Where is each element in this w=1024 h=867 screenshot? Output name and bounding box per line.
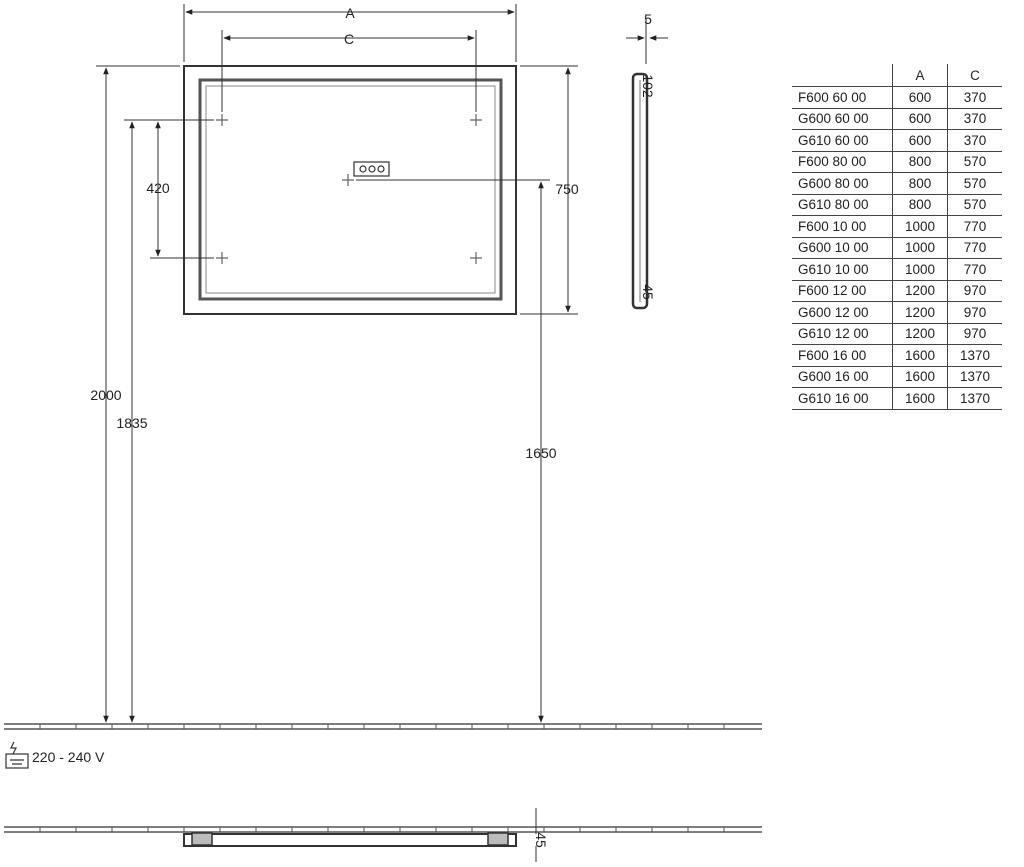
header-a: A xyxy=(892,64,948,87)
cell-a: 1000 xyxy=(892,215,948,238)
electrical-connection-icon xyxy=(5,741,29,769)
dimension-c-label: C xyxy=(344,31,354,47)
cell-a: 1600 xyxy=(892,387,948,410)
power-label: 220 - 240 V xyxy=(32,749,105,765)
dimension-420-label: 420 xyxy=(146,180,170,196)
cell-model: G610 10 00 xyxy=(792,258,893,281)
cell-a: 600 xyxy=(892,86,948,109)
socket-symbol xyxy=(353,161,390,177)
cell-a: 600 xyxy=(892,129,948,152)
side-bottom-label: 45 xyxy=(640,284,656,300)
cell-model: F600 12 00 xyxy=(792,280,893,302)
cell-c: 570 xyxy=(947,151,1002,173)
mounting-points xyxy=(216,114,482,264)
dimension-2000-label: 2000 xyxy=(90,387,121,403)
spec-table-header: A C xyxy=(792,64,1002,87)
cell-c: 970 xyxy=(947,280,1002,302)
dimension-a-label: A xyxy=(345,5,355,21)
cell-model: G600 10 00 xyxy=(792,237,893,259)
header-c: C xyxy=(947,64,1002,87)
dimension-1835-label: 1835 xyxy=(116,415,147,431)
mirror-side-view xyxy=(626,18,668,310)
cell-c: 370 xyxy=(947,108,1002,130)
cell-c: 1370 xyxy=(947,387,1002,410)
cell-a: 1000 xyxy=(892,237,948,259)
dimension-c xyxy=(221,30,477,112)
dimension-2000 xyxy=(96,65,180,723)
cell-model: G610 12 00 xyxy=(792,323,893,345)
dimension-420 xyxy=(124,119,214,259)
cell-a: 1200 xyxy=(892,323,948,345)
cell-c: 1370 xyxy=(947,366,1002,388)
cell-c: 770 xyxy=(947,215,1002,238)
cell-model: G600 60 00 xyxy=(792,108,893,130)
cell-model: F600 10 00 xyxy=(792,215,893,238)
side-top-label: 102 xyxy=(640,74,656,98)
cell-model: G610 16 00 xyxy=(792,387,893,410)
cell-a: 800 xyxy=(892,194,948,216)
cell-c: 570 xyxy=(947,194,1002,216)
cell-a: 800 xyxy=(892,172,948,195)
cell-a: 1600 xyxy=(892,366,948,388)
floor-depth-label: 45 xyxy=(533,832,549,848)
cell-model: G600 12 00 xyxy=(792,301,893,324)
cell-a: 1600 xyxy=(892,344,948,367)
cell-c: 1370 xyxy=(947,344,1002,367)
cell-model: F600 60 00 xyxy=(792,86,893,109)
cell-model: F600 16 00 xyxy=(792,344,893,367)
cell-model: G600 80 00 xyxy=(792,172,893,195)
cell-c: 570 xyxy=(947,172,1002,195)
dimension-750 xyxy=(520,65,578,315)
floor-line xyxy=(4,723,762,730)
cell-c: 970 xyxy=(947,323,1002,345)
cell-c: 770 xyxy=(947,258,1002,281)
cell-a: 600 xyxy=(892,108,948,130)
header-model xyxy=(792,64,893,87)
dimension-750-label: 750 xyxy=(555,181,579,197)
cell-c: 770 xyxy=(947,237,1002,259)
dimension-depth-label: 5 xyxy=(644,11,652,27)
dimension-1650-label: 1650 xyxy=(525,445,556,461)
mirror-top-view xyxy=(4,808,762,862)
cell-c: 970 xyxy=(947,301,1002,324)
cell-a: 1200 xyxy=(892,301,948,324)
cell-model: G600 16 00 xyxy=(792,366,893,388)
mirror-front-view xyxy=(183,65,517,315)
cell-a: 1000 xyxy=(892,258,948,281)
cell-c: 370 xyxy=(947,129,1002,152)
dimension-a xyxy=(183,4,517,62)
cell-model: G610 60 00 xyxy=(792,129,893,152)
cell-model: F600 80 00 xyxy=(792,151,893,173)
cell-model: G610 80 00 xyxy=(792,194,893,216)
dimension-1650 xyxy=(356,179,550,723)
cell-c: 370 xyxy=(947,86,1002,109)
cell-a: 800 xyxy=(892,151,948,173)
cell-a: 1200 xyxy=(892,280,948,302)
